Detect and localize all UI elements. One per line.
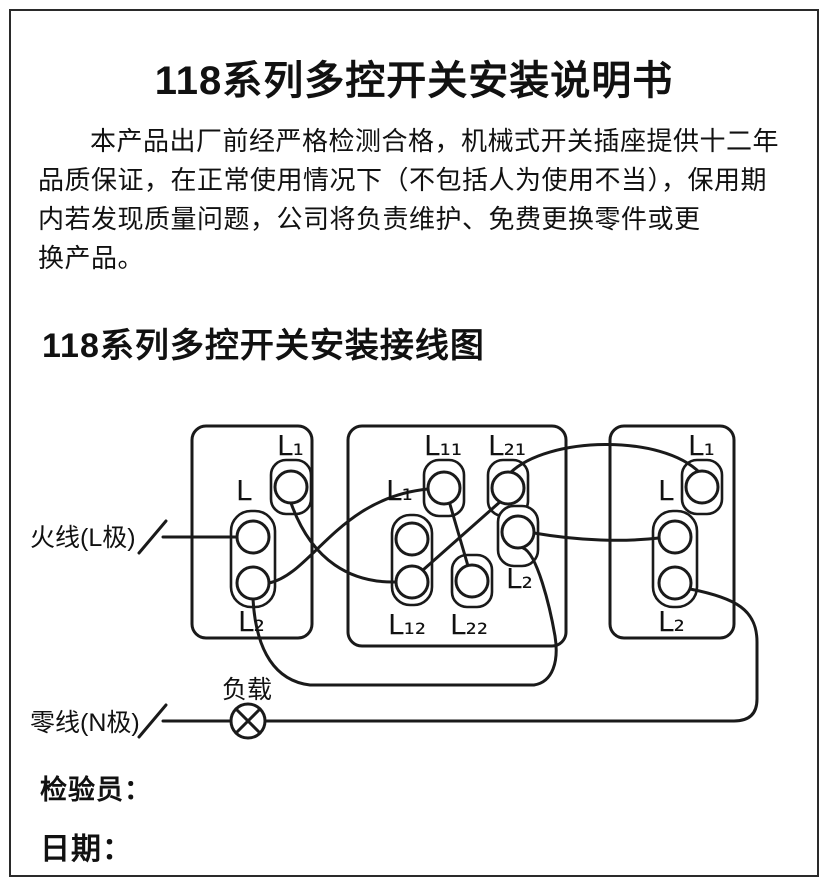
terminal-sw3-l1 — [684, 469, 720, 505]
terminal-mid-l22 — [454, 563, 490, 599]
wire-l21-to-sw3l1 — [508, 443, 702, 475]
label-sw3-l: L — [658, 474, 674, 507]
label-live-wire: 火线(L极) — [30, 524, 136, 552]
terminal-mid-l1 — [394, 521, 430, 557]
terminal-sw1-l — [235, 519, 271, 555]
diagram-heading: 118系列多控开关安装接线图 — [42, 327, 485, 365]
warranty-line: 内若发现质量问题，公司将负责维护、免费更换零件或更 — [38, 204, 701, 234]
terminal-sw3-l — [657, 519, 693, 555]
label-mid-l2: L₂ — [506, 562, 533, 595]
warranty-paragraph: 本产品出厂前经严格检测合格，机械式开关插座提供十二年 品质保证，在正常使用情况下… — [38, 122, 794, 278]
label-mid-l12: L₁₂ — [388, 608, 426, 641]
neutral-slash-icon — [137, 703, 168, 739]
wiring-diagram: L₁ L L₂ L₁₁ L₂₁ L₁ L₂ L₁₂ L₂₂ L₁ L L₂ 火线… — [30, 424, 759, 740]
switch1-box — [190, 424, 314, 640]
label-sw3-l1: L₁ — [688, 429, 715, 462]
warranty-line: 换产品。 — [38, 243, 145, 273]
warranty-line: 本产品出厂前经严格检测合格，机械式开关插座提供十二年 — [90, 126, 780, 156]
warranty-line: 品质保证，在正常使用情况下（不包括人为使用不当），保用期 — [38, 165, 768, 195]
date-field: 日期： — [40, 833, 133, 866]
label-mid-l1: L₁ — [386, 474, 413, 507]
terminal-mid-l21 — [490, 470, 526, 506]
switch3-box — [608, 424, 736, 640]
label-sw3-l2: L₂ — [658, 605, 685, 638]
terminal-mid-l12 — [394, 564, 430, 600]
live-slash-icon — [137, 519, 168, 555]
label-mid-l22: L₂₂ — [450, 608, 488, 641]
terminal-sw1-l2 — [235, 565, 271, 601]
terminal-mid-l11 — [426, 470, 462, 506]
label-neutral-wire: 零线(N极) — [30, 709, 140, 737]
wire-sw1l2-to-mid — [267, 487, 430, 585]
wire-internal-cross-a — [447, 499, 470, 568]
page-title: 118系列多控开关安装说明书 — [154, 59, 674, 103]
inspector-field: 检验员： — [40, 775, 152, 805]
label-mid-l11: L₁₁ — [424, 429, 462, 462]
label-mid-l21: L₂₁ — [488, 429, 526, 462]
terminal-sw3-l2 — [657, 565, 693, 601]
wire-neutral-return — [264, 587, 759, 723]
terminal-sw1-l1 — [273, 469, 309, 505]
wire-internal-cross-b — [421, 499, 503, 572]
wire-sw1l1-to-mid — [289, 501, 398, 584]
label-sw1-l1: L₁ — [277, 429, 304, 462]
terminal-mid-l2 — [500, 514, 536, 550]
label-sw1-l: L — [236, 474, 252, 507]
label-load: 负载 — [222, 676, 272, 704]
wire-l2-to-sw3 — [532, 531, 661, 542]
wire-bottom-rail — [251, 546, 558, 687]
label-sw1-l2: L₂ — [238, 605, 265, 638]
load-cross-icon — [234, 707, 262, 735]
switch2-box — [346, 424, 568, 648]
